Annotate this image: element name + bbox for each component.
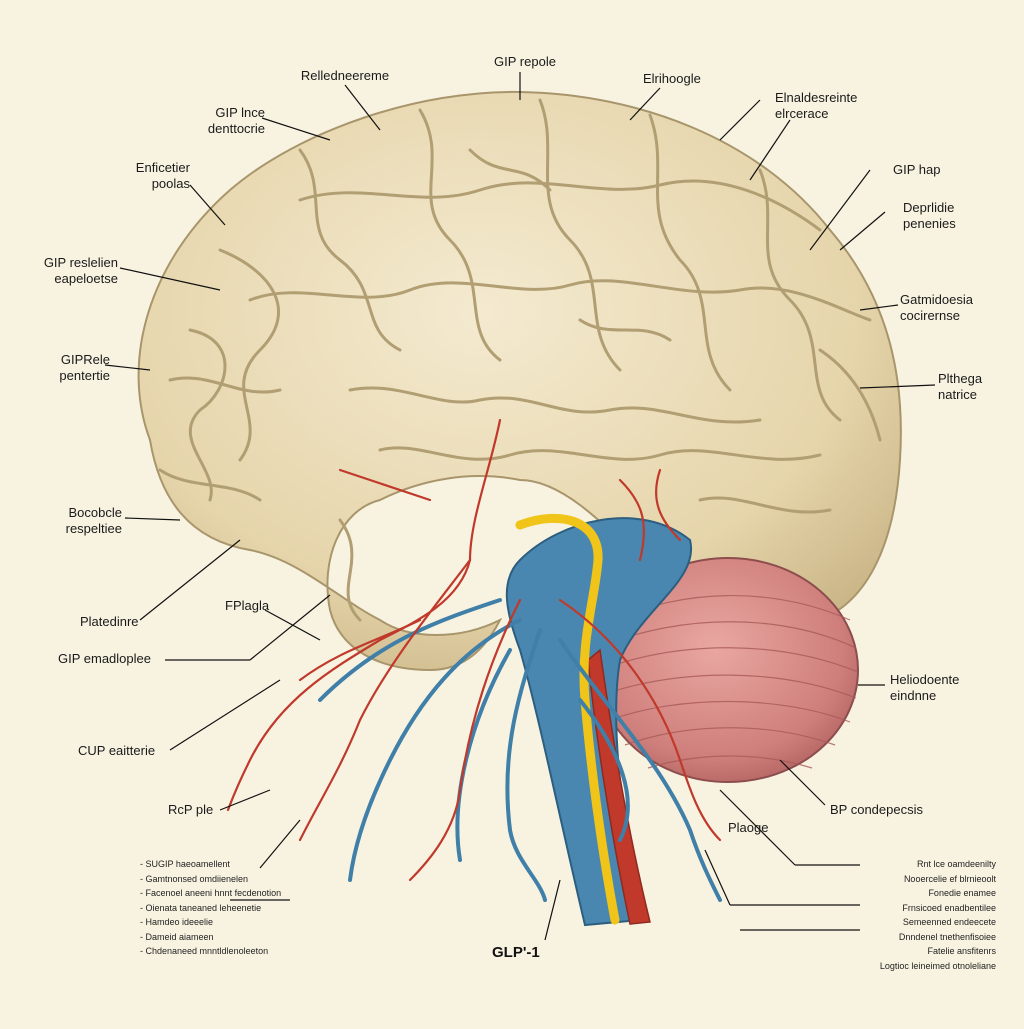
red-vessels <box>226 418 722 882</box>
left-legend-item: - Hamdeo ideeelie <box>140 917 214 927</box>
label-left-9: RcP ple <box>168 802 214 817</box>
right-legend-item: Fatelie ansfitenrs <box>927 946 996 956</box>
label-top-1: Relledneereme <box>300 68 390 83</box>
label-right-5: Plthega natrice <box>938 371 983 402</box>
label-right-2: GIP hap <box>893 162 941 177</box>
left-legend: - SUGIP haeoamellent - Gamtnonsed omdiien… <box>140 858 340 968</box>
label-left-2: Enficetier poolas <box>135 160 190 191</box>
right-legend-item: Frnsicoed enadbentilee <box>902 902 996 913</box>
label-right-3: Deprlidie penenies <box>903 200 956 231</box>
label-right-1: Elnaldesreinte elrcerace <box>775 90 858 121</box>
label-left-3: GIP reslelien eapeloetse <box>43 255 118 286</box>
left-legend-item: - Dameid aiameen <box>140 931 214 942</box>
label-mid-left: FPlagla <box>225 598 270 613</box>
label-right-4: Gatmidoesia cocirernse <box>900 292 973 323</box>
blue-vessels <box>318 598 722 902</box>
leader-lines <box>104 72 936 941</box>
brain-folds <box>158 98 882 622</box>
label-right-6: Heliodoente eindnne <box>890 672 960 703</box>
label-left-5: Bocobcle respeltiee <box>65 505 122 536</box>
label-glp1: GLP'-1 <box>492 944 540 961</box>
label-left-1: GIP lnce denttocrie <box>207 105 265 136</box>
left-legend-item: - Oienata taneaned leheenetie <box>140 902 262 913</box>
nerve-yellow <box>515 514 620 925</box>
label-left-6: Platedinre <box>80 614 139 629</box>
left-legend-item: - Facenoel aneeni hnnt fecdenotion <box>140 888 282 898</box>
right-legend-item: Dnndenel tnethenfisoiee <box>898 931 996 942</box>
label-right-7: BP condepecsis <box>830 802 923 817</box>
right-legend-item: Fonedie enamee <box>928 888 996 898</box>
right-legend-item: Logtioc leineimed otnoleliane <box>879 960 996 971</box>
left-legend-item: - Gamtnonsed omdiienelen <box>140 873 249 884</box>
left-legend-item: - Chdenaneed mnntldlenoleeton <box>140 946 269 956</box>
label-left-7: GIP emadloplee <box>58 651 151 666</box>
label-left-4: GIPRele pentertie <box>59 352 110 383</box>
label-top-3: Elrihoogle <box>643 71 701 86</box>
right-legend-item: Rnt lce oamdeenilty <box>916 859 996 869</box>
label-left-8: CUP eaitterie <box>78 743 156 758</box>
label-top-2: GIP repole <box>494 54 556 69</box>
right-legend-item: Semeenned endeecete <box>902 917 996 927</box>
label-right-8: Plaoge <box>728 820 769 835</box>
right-legend-item: Nooercelie ef blrnieoolt <box>903 873 996 884</box>
left-legend-item: - SUGIP haeoamellent <box>140 859 230 869</box>
